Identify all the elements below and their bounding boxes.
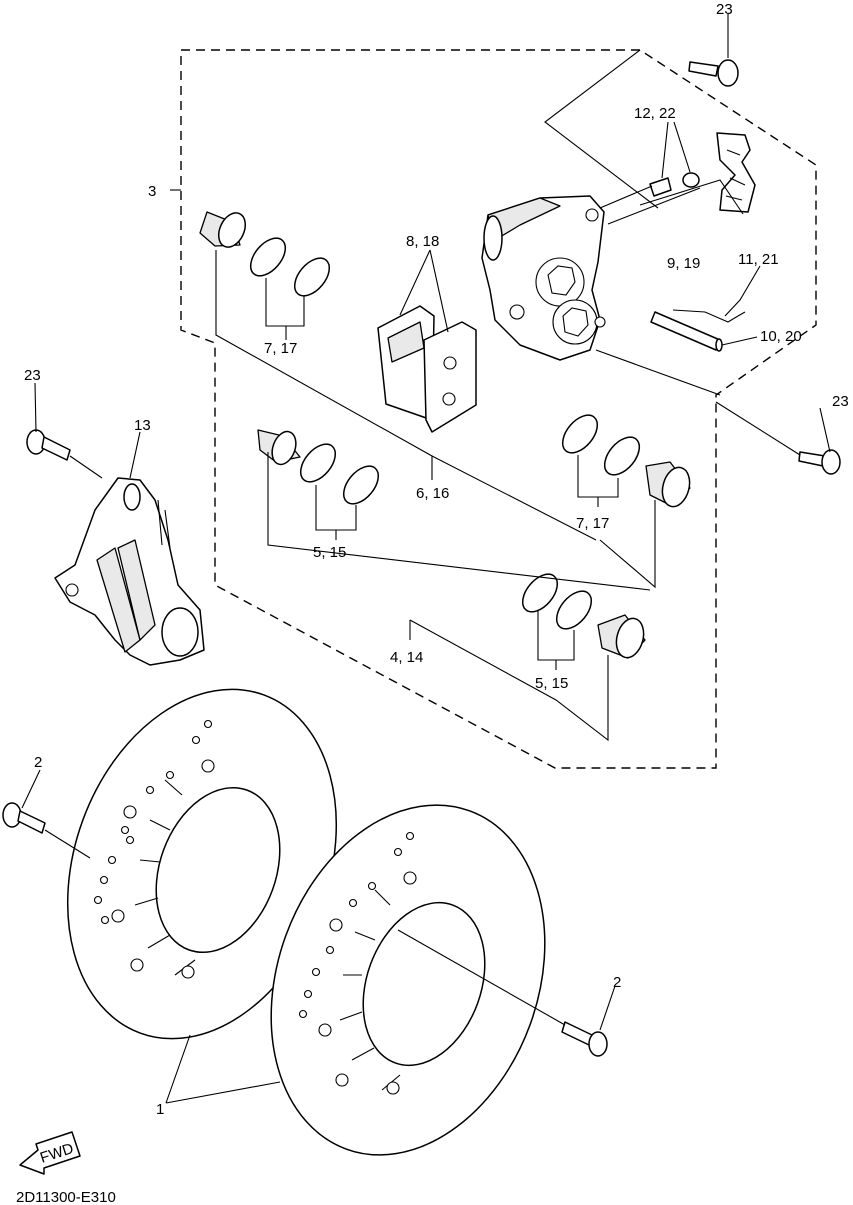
bolt-right <box>798 449 841 475</box>
diagram-code: 2D11300-E310 <box>16 1189 116 1205</box>
caliper-body <box>481 195 606 361</box>
callout-3: 3 <box>148 183 156 200</box>
brake-pad-front <box>423 321 477 433</box>
piston-low <box>597 614 646 659</box>
disc-bolt-left <box>2 802 46 834</box>
leader-lines <box>21 14 831 1104</box>
callout-5-15-left: 5, 15 <box>313 544 346 561</box>
fwd-arrow-icon: FWD <box>19 1131 81 1175</box>
callout-9-19: 9, 19 <box>667 255 700 272</box>
piston-right <box>645 461 691 508</box>
brake-disc-left <box>66 688 338 1040</box>
piston-seal <box>249 237 287 277</box>
callout-8-18: 8, 18 <box>406 233 439 250</box>
callout-23-top: 23 <box>716 1 733 18</box>
callout-23-right: 23 <box>832 393 849 410</box>
callout-7-17-mid: 7, 17 <box>576 515 609 532</box>
pad-pin <box>650 311 723 352</box>
callout-7-17-top: 7, 17 <box>264 340 297 357</box>
dust-seal-mid <box>342 465 380 505</box>
piston-seal-right <box>561 414 599 454</box>
piston-small-left <box>257 429 301 466</box>
brake-pad-rear <box>377 305 435 421</box>
callout-13: 13 <box>134 417 151 434</box>
piston-large <box>199 211 247 248</box>
caliper-assembly-boundary <box>180 49 817 769</box>
callout-5-15-right: 5, 15 <box>535 675 568 692</box>
bolt-top <box>688 59 739 87</box>
callout-23-left: 23 <box>24 367 41 384</box>
callout-12-22: 12, 22 <box>634 105 676 122</box>
callout-10-20: 10, 20 <box>760 328 802 345</box>
piston-seal-low <box>521 573 559 613</box>
bleed-screw <box>649 172 700 197</box>
dust-seal-right <box>603 436 641 476</box>
dust-seal <box>293 257 331 297</box>
pin-clip <box>672 309 746 323</box>
piston-seal-mid <box>299 443 337 483</box>
bolt-left <box>26 429 71 461</box>
brake-disc-right <box>270 804 546 1156</box>
pad-spring <box>716 132 756 213</box>
callout-1: 1 <box>156 1101 164 1118</box>
disc-bolt-right <box>561 1021 608 1057</box>
callout-11-21: 11, 21 <box>738 251 779 268</box>
callout-2-left: 2 <box>34 754 42 771</box>
caliper-assembly-left <box>54 477 205 666</box>
dust-seal-low <box>555 590 593 630</box>
callout-6-16: 6, 16 <box>416 485 449 502</box>
callout-2-right: 2 <box>613 974 621 991</box>
callout-4-14: 4, 14 <box>390 649 423 666</box>
